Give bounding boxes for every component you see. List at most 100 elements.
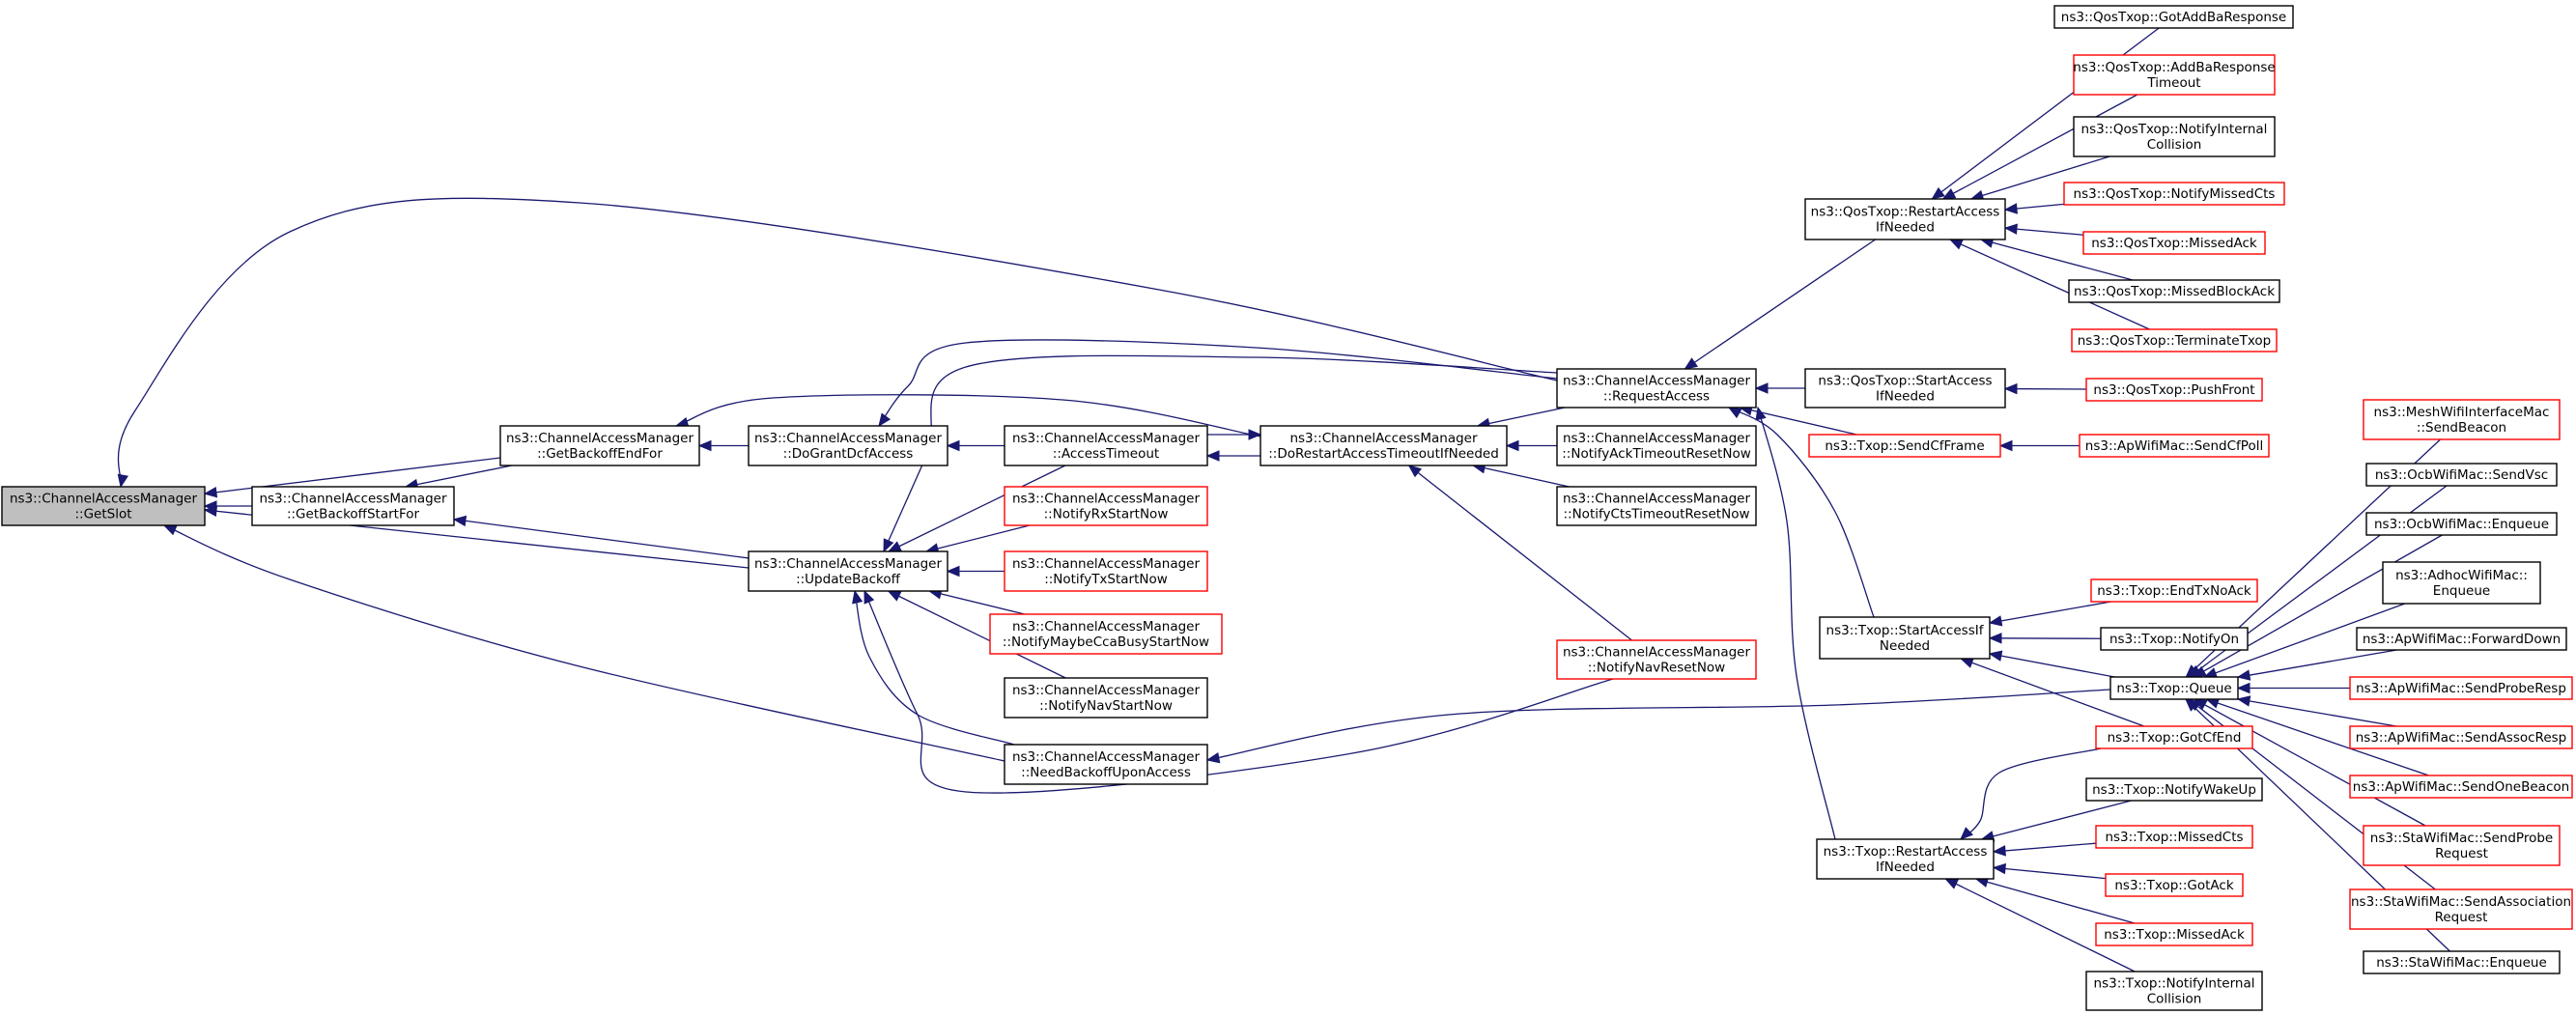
node-notifyrxstartnow[interactable]: ns3::ChannelAccessManager::NotifyRxStart…	[1004, 486, 1208, 526]
node-label-txop_missedcts-line-0: ns3::Txop::MissedCts	[2105, 830, 2243, 845]
edge-arrowhead-requestaccess-to-getslot	[117, 473, 128, 489]
node-ocb_sendvsc[interactable]: ns3::OcbWifiMac::SendVsc	[2365, 463, 2558, 487]
node-dorestartaccesstimeoutifneeded[interactable]: ns3::ChannelAccessManager::DoRestartAcce…	[1260, 425, 1508, 466]
node-label-qos_terminatetxop-line-0: ns3::QosTxop::TerminateTxop	[2078, 333, 2272, 349]
node-box-getslot	[1, 486, 206, 526]
node-requestaccess[interactable]: ns3::ChannelAccessManager::RequestAccess	[1556, 368, 1757, 409]
node-adhoc_enqueue[interactable]: ns3::AdhocWifiMac::Enqueue	[2382, 561, 2541, 605]
edge-qos_missedblockack-to-qos_restartaccessifneeded	[1980, 239, 2134, 281]
node-label-txop_startaccessifneeded-line-0: ns3::Txop::StartAccessIf	[1826, 623, 1985, 638]
node-qos_pushfront[interactable]: ns3::QosTxop::PushFront	[2085, 378, 2263, 402]
node-ap_sendassocresp[interactable]: ns3::ApWifiMac::SendAssocResp	[2349, 725, 2573, 749]
node-txop_endtxnoack[interactable]: ns3::Txop::EndTxNoAck	[2090, 578, 2258, 603]
node-txop_queue[interactable]: ns3::Txop::Queue	[2109, 676, 2239, 700]
node-label-txop_sendcfframe-line-0: ns3::Txop::SendCfFrame	[1825, 438, 1984, 454]
node-ap_sendproberesp[interactable]: ns3::ApWifiMac::SendProbeResp	[2349, 676, 2573, 700]
edge-txop_notifywakeup-to-txop_restartaccessifneeded	[1981, 800, 2132, 840]
edge-requestaccess-to-dograntdcfaccess	[878, 339, 1558, 427]
node-notifymaybeccabusystartnow[interactable]: ns3::ChannelAccessManager::NotifyMaybeCc…	[989, 613, 1223, 655]
edge-arrowhead-qos_restartaccessifneeded-to-requestaccess	[1684, 357, 1698, 370]
node-txop_gotcfend[interactable]: ns3::Txop::GotCfEnd	[2095, 725, 2253, 749]
edge-txop_endtxnoack-to-txop_startaccessifneeded	[1989, 601, 2111, 624]
node-needbackoffuponaccess[interactable]: ns3::ChannelAccessManager::NeedBackoffUp…	[1004, 744, 1208, 785]
node-label-sta_sendprobe-line-0: ns3::StaWifiMac::SendProbe	[2370, 831, 2553, 846]
node-label-sta_sendassociation-line-0: ns3::StaWifiMac::SendAssociation	[2351, 894, 2571, 910]
node-dograntdcfaccess[interactable]: ns3::ChannelAccessManager::DoGrantDcfAcc…	[748, 425, 948, 466]
node-txop_notifywakeup[interactable]: ns3::Txop::NotifyWakeUp	[2085, 777, 2263, 802]
edge-notifyctstimeoutresetnow-to-dorestartaccesstimeoutifneeded	[1473, 465, 1570, 488]
node-label-accesstimeout-line-1: ::AccessTimeout	[1053, 446, 1159, 462]
node-mesh_sendbeacon[interactable]: ns3::MeshWifiInterfaceMac::SendBeacon	[2363, 399, 2561, 440]
edge-notifynavstartnow-to-updatebackoff	[888, 590, 1066, 679]
node-label-dograntdcfaccess-line-0: ns3::ChannelAccessManager	[754, 431, 943, 446]
node-label-qos_notifyinternalcollision-line-0: ns3::QosTxop::NotifyInternal	[2081, 122, 2268, 137]
node-label-txop_notifyinternalcollision-line-0: ns3::Txop::NotifyInternal	[2094, 976, 2255, 992]
node-box-accesstimeout	[1004, 425, 1208, 466]
node-qos_missedack[interactable]: ns3::QosTxop::MissedAck	[2082, 231, 2266, 255]
edge-arrowhead-notifynavresetnow-to-dorestartaccesstimeoutifneeded	[1407, 465, 1423, 478]
node-txop_notifyon[interactable]: ns3::Txop::NotifyOn	[2100, 627, 2249, 651]
node-ap_sendonebeacon[interactable]: ns3::ApWifiMac::SendOneBeacon	[2349, 775, 2573, 799]
node-notifyctstimeoutresetnow[interactable]: ns3::ChannelAccessManager::NotifyCtsTime…	[1556, 486, 1757, 526]
node-notifytxstartnow[interactable]: ns3::ChannelAccessManager::NotifyTxStart…	[1004, 550, 1208, 592]
edge-arrowhead-qos_addbaresponsetimeout-to-qos_restartaccessifneeded	[1941, 188, 1957, 200]
edge-arrowhead-txop_gotcfend-to-txop_startaccessifneeded	[1960, 657, 1974, 668]
node-notifyacktimeoutresetnow[interactable]: ns3::ChannelAccessManager::NotifyAckTime…	[1556, 425, 1757, 466]
node-label-qos_notifymissedcts-line-0: ns3::QosTxop::NotifyMissedCts	[2074, 186, 2276, 202]
node-txop_sendcfframe[interactable]: ns3::Txop::SendCfFrame	[1808, 434, 2001, 458]
node-qos_gotaddbaresponse[interactable]: ns3::QosTxop::GotAddBaResponse	[2053, 5, 2294, 29]
node-box-getbackoffstartfor	[251, 486, 455, 526]
edge-txop_queue-to-needbackoffuponaccess	[1206, 689, 2111, 761]
node-sta_enqueue[interactable]: ns3::StaWifiMac::Enqueue	[2363, 950, 2561, 974]
node-qos_notifymissedcts[interactable]: ns3::QosTxop::NotifyMissedCts	[2063, 182, 2285, 206]
edge-ocb_enqueue-to-txop_queue	[2193, 534, 2443, 678]
node-label-requestaccess-line-1: ::RequestAccess	[1603, 389, 1710, 405]
edge-arrowhead-txop_endtxnoack-to-txop_startaccessifneeded	[1988, 615, 2003, 627]
node-label-qos_missedblockack-line-0: ns3::QosTxop::MissedBlockAck	[2074, 284, 2275, 299]
node-label-adhoc_enqueue-line-0: ns3::AdhocWifiMac::	[2395, 568, 2528, 583]
node-txop_gotack[interactable]: ns3::Txop::GotAck	[2105, 873, 2244, 897]
node-label-notifyctstimeoutresetnow-line-0: ns3::ChannelAccessManager	[1563, 492, 1751, 507]
edge-needbackoffuponaccess-to-updatebackoff	[854, 590, 1015, 746]
node-label-ap_sendonebeacon-line-0: ns3::ApWifiMac::SendOneBeacon	[2353, 779, 2569, 795]
node-ocb_enqueue[interactable]: ns3::OcbWifiMac::Enqueue	[2365, 512, 2558, 536]
node-accesstimeout[interactable]: ns3::ChannelAccessManager::AccessTimeout	[1004, 425, 1208, 466]
node-box-qos_restartaccessifneeded	[1804, 198, 2006, 240]
node-ap_sendcfpoll[interactable]: ns3::ApWifiMac::SendCfPoll	[2079, 434, 2270, 458]
node-box-dorestartaccesstimeoutifneeded	[1260, 425, 1508, 466]
node-box-qos_missedack	[2082, 231, 2266, 255]
node-box-txop_notifyon	[2100, 627, 2249, 651]
edge-notifyrxstartnow-to-updatebackoff	[925, 524, 1031, 552]
node-label-ap_forwarddown-line-0: ns3::ApWifiMac::ForwardDown	[2363, 632, 2561, 647]
node-label-notifymaybeccabusystartnow-line-0: ns3::ChannelAccessManager	[1012, 619, 1201, 634]
node-ap_forwarddown[interactable]: ns3::ApWifiMac::ForwardDown	[2356, 627, 2567, 651]
node-label-notifytxstartnow-line-1: ::NotifyTxStartNow	[1044, 572, 1168, 587]
node-box-txop_gotack	[2105, 873, 2244, 897]
node-getbackoffstartfor[interactable]: ns3::ChannelAccessManager::GetBackoffSta…	[251, 486, 455, 526]
nodes-layer: ns3::ChannelAccessManager::GetSlotns3::C…	[1, 5, 2573, 1011]
node-txop_missedcts[interactable]: ns3::Txop::MissedCts	[2095, 825, 2253, 849]
node-notifynavresetnow[interactable]: ns3::ChannelAccessManager::NotifyNavRese…	[1556, 639, 1757, 680]
node-getslot[interactable]: ns3::ChannelAccessManager::GetSlot	[1, 486, 206, 526]
node-box-getbackoffendfor	[499, 425, 700, 466]
node-qos_terminatetxop[interactable]: ns3::QosTxop::TerminateTxop	[2071, 328, 2278, 352]
node-label-notifytxstartnow-line-0: ns3::ChannelAccessManager	[1012, 556, 1201, 572]
node-updatebackoff[interactable]: ns3::ChannelAccessManager::UpdateBackoff	[748, 550, 948, 592]
edge-arrowhead-notifynavstartnow-to-updatebackoff	[887, 590, 902, 602]
node-txop_missedack[interactable]: ns3::Txop::MissedAck	[2095, 922, 2253, 946]
node-notifynavstartnow[interactable]: ns3::ChannelAccessManager::NotifyNavStar…	[1004, 677, 1208, 719]
node-label-qos_restartaccessifneeded-line-0: ns3::QosTxop::RestartAccess	[1811, 205, 2000, 220]
node-getbackoffendfor[interactable]: ns3::ChannelAccessManager::GetBackoffEnd…	[499, 425, 700, 466]
node-label-qos_startaccessifneeded-line-1: IfNeeded	[1876, 389, 1935, 405]
node-qos_missedblockack[interactable]: ns3::QosTxop::MissedBlockAck	[2068, 279, 2280, 303]
